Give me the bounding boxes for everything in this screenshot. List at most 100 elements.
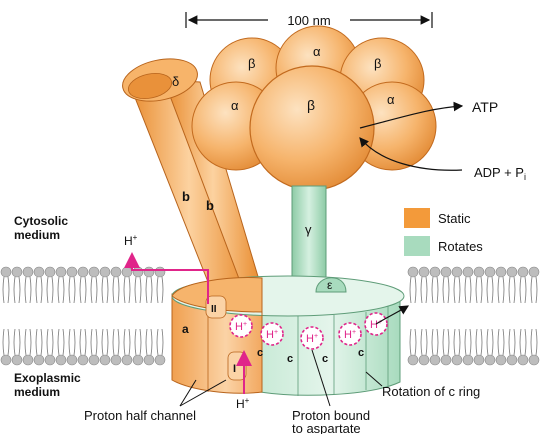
lipid-head xyxy=(452,355,462,365)
rotation-annotation: Rotation of c ring xyxy=(382,384,480,399)
lipid-head xyxy=(122,267,132,277)
c-label-4: c xyxy=(358,347,364,359)
legend-static-swatch xyxy=(404,208,430,228)
lipid-tail xyxy=(476,329,482,355)
lipid-head xyxy=(56,267,66,277)
legend: Static Rotates xyxy=(404,208,483,256)
lipid-tail xyxy=(14,329,20,355)
lipid-head xyxy=(485,267,495,277)
alpha-label-1: α xyxy=(313,44,321,59)
lipid-head xyxy=(1,355,11,365)
lipid-tail xyxy=(421,329,427,355)
scale-bar: 100 nm xyxy=(186,12,432,28)
lipid-tail xyxy=(465,277,471,303)
lipid-tail xyxy=(58,329,64,355)
lipid-tail xyxy=(520,329,526,355)
lipid-head xyxy=(463,355,473,365)
lipid-head xyxy=(89,267,99,277)
exoplasmic-label-1: Exoplasmic xyxy=(14,371,81,385)
lipid-head xyxy=(144,355,154,365)
subunit-b-label-2: b xyxy=(206,198,214,213)
lipid-tail xyxy=(520,277,526,303)
legend-rotates-swatch xyxy=(404,236,430,256)
lipid-head xyxy=(89,355,99,365)
beta-label-2: β xyxy=(374,56,381,71)
lipid-tail xyxy=(487,277,493,303)
lipid-tail xyxy=(135,277,141,303)
legend-static-label: Static xyxy=(438,211,471,226)
lipid-head xyxy=(12,355,22,365)
lipid-head xyxy=(518,267,528,277)
lipid-head xyxy=(485,355,495,365)
lipid-head xyxy=(496,355,506,365)
lipid-tail xyxy=(14,277,20,303)
lipid-head xyxy=(23,355,33,365)
lipid-tail xyxy=(509,277,515,303)
lipid-head xyxy=(474,355,484,365)
lipid-tail xyxy=(102,329,108,355)
lipid-tail xyxy=(146,277,152,303)
lipid-tail xyxy=(91,277,97,303)
lipid-head xyxy=(507,267,517,277)
lipid-tail xyxy=(36,277,42,303)
lipid-tail xyxy=(498,329,504,355)
lipid-head xyxy=(408,267,418,277)
lipid-tail xyxy=(410,277,416,303)
lipid-tail xyxy=(3,277,9,303)
lipid-tail xyxy=(91,329,97,355)
lipid-tail xyxy=(25,277,31,303)
lipid-tail xyxy=(124,329,130,355)
lipid-head xyxy=(144,267,154,277)
lipid-head xyxy=(474,267,484,277)
lipid-head xyxy=(133,267,143,277)
lipid-tail xyxy=(80,329,86,355)
lipid-head xyxy=(78,267,88,277)
atp-label: ATP xyxy=(472,99,498,115)
alpha-label-2: α xyxy=(231,98,239,113)
lipid-head xyxy=(463,267,473,277)
half-channel-I-label: I xyxy=(233,363,236,375)
legend-rotates-label: Rotates xyxy=(438,239,483,254)
lipid-tail xyxy=(157,329,163,355)
region-labels: Cytosolic medium Exoplasmic medium xyxy=(14,214,81,399)
c-label-3: c xyxy=(322,353,328,365)
lipid-tail xyxy=(410,329,416,355)
subunit-b-label-1: b xyxy=(182,189,190,204)
lipid-tail xyxy=(47,329,53,355)
lipid-tail xyxy=(113,277,119,303)
lipid-head xyxy=(45,267,55,277)
lipid-tail xyxy=(135,329,141,355)
scale-label: 100 nm xyxy=(287,13,330,28)
lipid-head xyxy=(452,267,462,277)
cytosolic-label-2: medium xyxy=(14,228,60,242)
lipid-head xyxy=(430,355,440,365)
beta-label-1: β xyxy=(248,56,255,71)
lipid-tail xyxy=(465,329,471,355)
lipid-head xyxy=(419,267,429,277)
beta-label-3: β xyxy=(307,97,315,113)
lipid-head xyxy=(419,355,429,365)
lipid-head xyxy=(78,355,88,365)
f0-rotor: ε a II I c c c c xyxy=(172,276,404,396)
lipid-head xyxy=(45,355,55,365)
lipid-tail xyxy=(102,277,108,303)
lipid-head xyxy=(529,267,539,277)
lipid-tail xyxy=(47,277,53,303)
half-channel-annotation: Proton half channel xyxy=(84,408,196,423)
lipid-tail xyxy=(69,277,75,303)
a-subunit-label: a xyxy=(182,322,189,336)
lipid-head xyxy=(67,355,77,365)
lipid-tail xyxy=(432,277,438,303)
lipid-tail xyxy=(432,329,438,355)
lipid-head xyxy=(12,267,22,277)
lipid-head xyxy=(34,355,44,365)
lipid-tail xyxy=(498,277,504,303)
lipid-head xyxy=(34,267,44,277)
lipid-head xyxy=(518,355,528,365)
gamma-label: γ xyxy=(305,222,312,237)
c-label-2: c xyxy=(287,353,293,365)
lipid-tail xyxy=(58,277,64,303)
lipid-head xyxy=(67,267,77,277)
lipid-tail xyxy=(531,329,537,355)
